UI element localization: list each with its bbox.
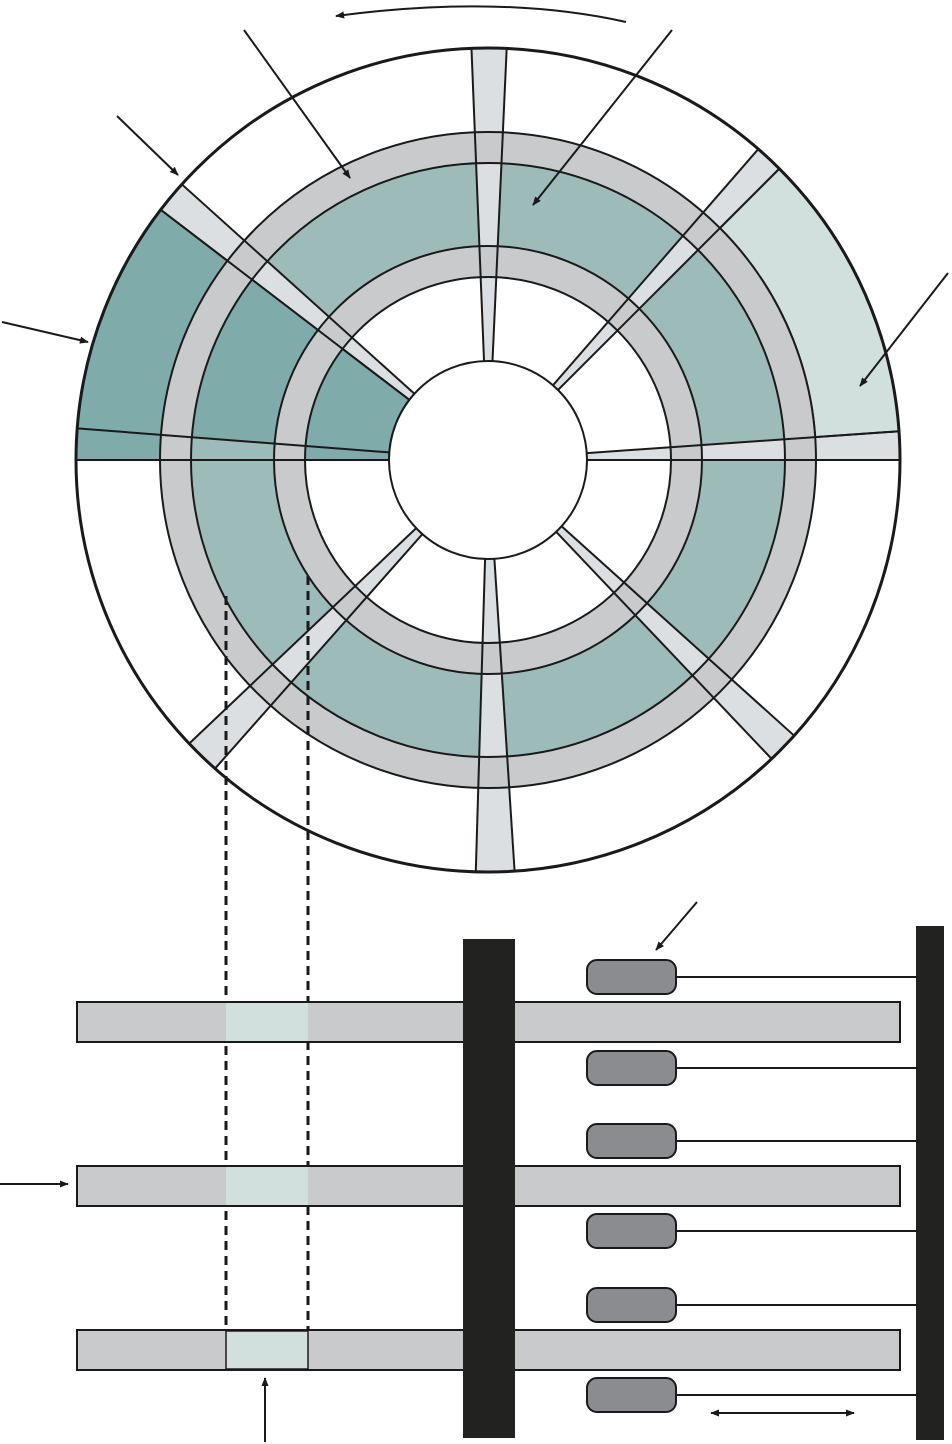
sector-boundary-8-2 (181, 183, 416, 395)
track-sector-4 (647, 460, 785, 659)
spindle-front (463, 939, 515, 1438)
sector-boundary-1-2 (491, 48, 508, 362)
head (586, 959, 677, 995)
pointer-arrow-zone (1, 321, 89, 344)
platter-highlight (226, 1167, 308, 1205)
intersector-gap-2 (552, 149, 780, 390)
head (586, 1213, 677, 1249)
track-sectors (191, 163, 785, 757)
head (586, 1287, 677, 1323)
pointer-arrow-gap (116, 115, 179, 176)
platter-highlight (225, 1330, 309, 1370)
track-sector-6 (291, 620, 482, 757)
pointer-arrow-sector (532, 29, 673, 206)
head (586, 1050, 677, 1086)
track-sector-7 (191, 437, 333, 665)
disk-top-view (74, 46, 902, 874)
head (586, 1377, 677, 1413)
disk-stack-side-view (0, 901, 944, 1442)
intersector-gaps (76, 47, 900, 872)
top-pointer-arrows (1, 29, 949, 387)
actuator-arm (916, 926, 944, 1440)
intersector-gap-4 (556, 526, 795, 759)
track-sector-3 (639, 249, 785, 446)
read-write-heads (586, 959, 918, 1413)
intersector-gap-3 (586, 431, 900, 460)
sector-boundary-6-1 (214, 533, 424, 770)
sector-boundary-4-2 (555, 531, 773, 760)
sector-boundary-8-1 (160, 208, 410, 401)
intersector-gap-6 (189, 528, 423, 769)
pointer-arrow-head (655, 901, 698, 951)
projection-lines (224, 576, 310, 1368)
track-sector-8 (191, 279, 318, 444)
track-sector-1 (267, 163, 480, 317)
sector-boundaries (76, 48, 900, 872)
disk-rim (74, 46, 902, 874)
pointer-arrow-outer-sector (859, 272, 949, 387)
pointer-arrow-track (243, 29, 351, 179)
sector-boundary-5-1 (493, 558, 516, 872)
sector-boundary-2-1 (552, 148, 760, 386)
sector-boundary-3-1 (586, 430, 900, 455)
sector-boundary-7-2 (77, 427, 390, 454)
hub (388, 360, 588, 560)
head (586, 1123, 677, 1159)
sector-boundary-2-2 (557, 167, 781, 391)
intersector-gap-8 (160, 184, 415, 400)
platter-highlight (226, 1003, 308, 1041)
rotation-arrow (335, 5, 627, 23)
track-sector-5 (501, 615, 693, 757)
intersector-gap-1 (471, 47, 507, 362)
bottom-pointer-arrows (0, 901, 855, 1442)
intersector-gap-5 (475, 558, 515, 872)
sector-boundary-1-1 (470, 48, 486, 362)
sector-boundary-5-2 (474, 558, 487, 872)
track-sector-2 (497, 163, 683, 299)
sector-boundary-4-1 (560, 525, 795, 737)
